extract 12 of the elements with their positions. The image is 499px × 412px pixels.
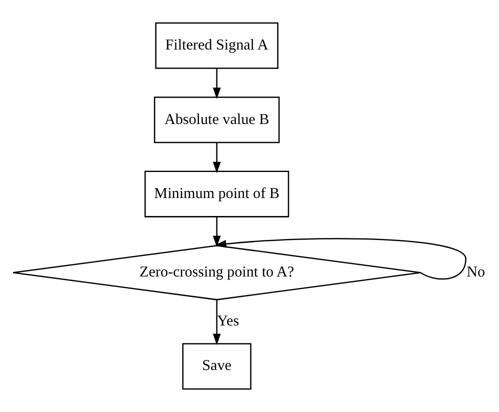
arrow bbox=[212, 300, 221, 346]
edge-label: No bbox=[466, 264, 486, 281]
arrow bbox=[212, 142, 221, 174]
node-box: Minimum point of B bbox=[144, 170, 290, 218]
node-box: Save bbox=[182, 343, 252, 390]
arrow bbox=[212, 68, 221, 100]
edge-label: Yes bbox=[217, 314, 240, 330]
node-box: Absolute value B bbox=[154, 96, 280, 144]
arrow bbox=[214, 238, 466, 280]
node-box: Filtered Signal A bbox=[155, 22, 278, 69]
node-diamond: Zero-crossing point to A? bbox=[12, 244, 422, 300]
arrow bbox=[212, 216, 221, 248]
